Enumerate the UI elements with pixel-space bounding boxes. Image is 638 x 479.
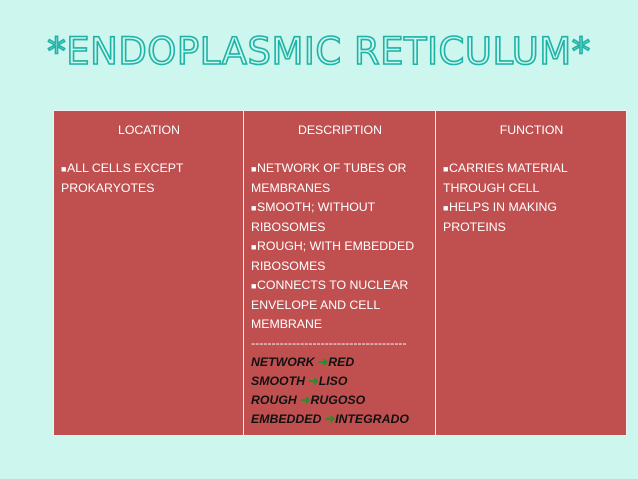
table-row: LOCATION ■ALL CELLS EXCEPT PROKARYOTES D… xyxy=(53,110,627,436)
translation-row: SMOOTH ➜LISO xyxy=(251,374,348,388)
list-item: ■ROUGH; WITH EMBEDDED RIBOSOMES xyxy=(251,239,415,273)
square-bullet-icon: ■ xyxy=(443,164,449,174)
right-arrow-icon: ➜ xyxy=(308,374,319,388)
translation-row: ROUGH ➜RUGOSO xyxy=(251,393,366,407)
list-item: ■CARRIES MATERIAL THROUGH CELL xyxy=(443,161,568,195)
location-header: LOCATION xyxy=(118,123,180,137)
list-item: ■SMOOTH; WITHOUT RIBOSOMES xyxy=(251,200,375,234)
square-bullet-icon: ■ xyxy=(251,203,257,213)
square-bullet-icon: ■ xyxy=(61,164,67,174)
list-item: ■ALL CELLS EXCEPT PROKARYOTES xyxy=(61,161,184,195)
function-cell: FUNCTION ■CARRIES MATERIAL THROUGH CELL … xyxy=(435,110,627,436)
divider-line: -------------------------------------- xyxy=(251,336,407,350)
er-table: LOCATION ■ALL CELLS EXCEPT PROKARYOTES D… xyxy=(53,110,627,436)
right-arrow-icon: ➜ xyxy=(300,393,311,407)
list-item: ■HELPS IN MAKING PROTEINS xyxy=(443,200,557,234)
translation-row: EMBEDDED ➜INTEGRADO xyxy=(251,412,409,426)
square-bullet-icon: ■ xyxy=(251,164,257,174)
translation-row: NETWORK ➜RED xyxy=(251,355,355,369)
square-bullet-icon: ■ xyxy=(251,242,257,252)
slide-title: *ENDOPLASMIC RETICULUM* xyxy=(46,29,591,74)
square-bullet-icon: ■ xyxy=(443,203,449,213)
square-bullet-icon: ■ xyxy=(251,281,257,291)
description-header: DESCRIPTION xyxy=(297,123,383,137)
right-arrow-icon: ➜ xyxy=(317,355,329,369)
list-item: ■CONNECTS TO NUCLEAR ENVELOPE AND CELL M… xyxy=(251,278,409,331)
function-header: FUNCTION xyxy=(499,123,564,137)
location-cell: LOCATION ■ALL CELLS EXCEPT PROKARYOTES xyxy=(53,110,244,436)
list-item: ■NETWORK OF TUBES OR MEMBRANES xyxy=(251,161,407,195)
description-cell: DESCRIPTION ■NETWORK OF TUBES OR MEMBRAN… xyxy=(243,110,436,436)
right-arrow-icon: ➜ xyxy=(324,412,336,426)
